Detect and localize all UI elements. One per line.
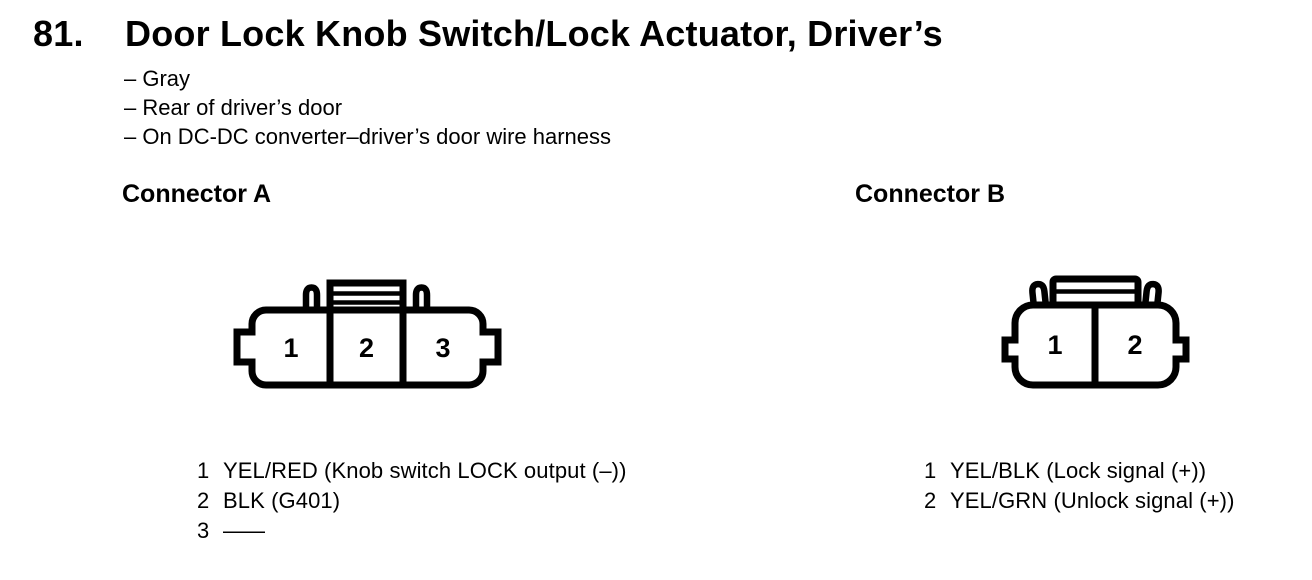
pin-row: 2 YEL/GRN (Unlock signal (+)) bbox=[924, 486, 1235, 516]
connector-b-diagram: 1 2 bbox=[1001, 275, 1190, 389]
pin-row: 1 YEL/BLK (Lock signal (+)) bbox=[924, 456, 1235, 486]
connector-b-pin-list: 1 YEL/BLK (Lock signal (+)) 2 YEL/GRN (U… bbox=[924, 456, 1235, 516]
pin-row: 1 YEL/RED (Knob switch LOCK output (–)) bbox=[197, 456, 627, 486]
connector-b-heading: Connector B bbox=[855, 180, 1005, 208]
connector-a-cavity-label: 2 bbox=[359, 333, 374, 363]
connector-a-pin-list: 1 YEL/RED (Knob switch LOCK output (–)) … bbox=[197, 456, 627, 546]
pin-description: YEL/GRN (Unlock signal (+)) bbox=[950, 488, 1235, 513]
connector-b-cavity-label: 1 bbox=[1047, 330, 1062, 360]
pin-description: BLK (G401) bbox=[223, 488, 341, 513]
note-line: – On DC-DC converter–driver’s door wire … bbox=[124, 124, 612, 149]
pin-description: YEL/BLK (Lock signal (+)) bbox=[950, 458, 1207, 483]
pin-number: 3 bbox=[197, 518, 210, 543]
connector-a-cavity-label: 1 bbox=[283, 333, 298, 363]
pin-number: 2 bbox=[924, 488, 937, 513]
connector-a-left-ear bbox=[302, 284, 321, 312]
connector-a-heading: Connector A bbox=[122, 180, 272, 208]
page-title: 81. Door Lock Knob Switch/Lock Actuator,… bbox=[33, 14, 943, 54]
pin-number: 1 bbox=[197, 458, 210, 483]
connector-b-right-ear bbox=[1141, 280, 1162, 308]
pin-description: YEL/RED (Knob switch LOCK output (–)) bbox=[223, 458, 627, 483]
item-number: 81. bbox=[33, 13, 84, 54]
location-notes: – Gray – Rear of driver’s door – On DC-D… bbox=[124, 64, 611, 151]
pin-row: 3 —— bbox=[197, 516, 627, 546]
note-line: – Rear of driver’s door bbox=[124, 95, 343, 120]
connector-b-cavity-label: 2 bbox=[1127, 330, 1142, 360]
pin-number: 1 bbox=[924, 458, 937, 483]
note-line: – Gray bbox=[124, 66, 191, 91]
connector-a-body bbox=[233, 306, 502, 389]
connector-a-cavity-label: 3 bbox=[435, 333, 450, 363]
page-title-text: Door Lock Knob Switch/Lock Actuator, Dri… bbox=[125, 13, 943, 54]
pin-description: —— bbox=[223, 518, 265, 543]
pin-number: 2 bbox=[197, 488, 210, 513]
pin-row: 2 BLK (G401) bbox=[197, 486, 627, 516]
connector-a-diagram: 1 2 3 bbox=[233, 279, 502, 389]
connector-a-right-ear bbox=[412, 284, 431, 312]
connector-b-left-ear bbox=[1029, 280, 1050, 308]
